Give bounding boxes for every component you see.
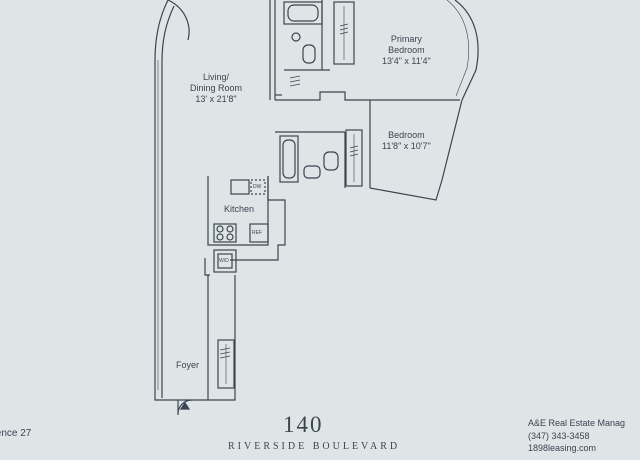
exterior-wall-west-inner [161,5,175,398]
closet-foyer [217,339,235,389]
living-room-label: Living/ Dining Room 13' x 21'8" [190,72,242,105]
exterior-wall-west [154,0,178,401]
foyer-label: Foyer [176,360,199,371]
dishwasher-label: DW [253,184,262,190]
toilet-top [302,44,316,64]
toilet-2 [323,151,339,171]
building-street: RIVERSIDE BOULEVARD [228,441,401,452]
residence-info: idence 27 r 9 [0,427,31,453]
living-top-curve [167,0,190,41]
dishwasher [250,179,266,195]
closet-primary [333,1,355,65]
foyer-wall [207,275,236,401]
primary-exterior [454,0,479,101]
building-number: 140 [283,412,324,437]
residence-line-1: idence 27 [0,428,32,439]
bedroom-exterior [369,99,463,201]
foyer-name: Foyer [176,360,200,370]
kitchen-label: Kitchen [224,204,254,215]
primary-bedroom-name: Primary Bedroom [388,34,425,55]
primary-bedroom-label: Primary Bedroom 13'4" x 11'4" [382,34,431,67]
kitchen-wall [207,176,269,246]
living-room-dims: 13' x 21'8" [195,94,237,104]
primary-bedroom-dims: 13'4" x 11'4" [382,56,431,66]
contact-site: 1898leasing.com [528,443,597,453]
tub-2 [279,135,299,183]
closet-bedroom [345,129,363,187]
residence-line-2: r 9 [0,440,31,453]
refrigerator [249,223,269,243]
kitchen-name: Kitchen [224,204,255,214]
sink-2 [303,165,321,179]
washer-dryer [213,249,237,273]
contact-company: A&E Real Estate Manag [528,418,626,428]
washer-dryer-label: W/D [219,258,229,264]
living-room-name: Living/ Dining Room [190,72,243,93]
kitchen-sink [230,179,250,195]
corridor-east [230,176,286,261]
refrigerator-label: REF [252,230,262,236]
hall-wall [275,91,460,101]
bedroom-name: Bedroom [388,130,425,140]
contact-info: A&E Real Estate Manag (347) 343-3458 189… [528,417,625,455]
contact-phone: (347) 343-3458 [528,430,590,441]
bedroom-label: Bedroom 11'8" x 10'7" [382,130,431,152]
range [213,223,237,243]
bedroom-dims: 11'8" x 10'7" [382,141,431,151]
